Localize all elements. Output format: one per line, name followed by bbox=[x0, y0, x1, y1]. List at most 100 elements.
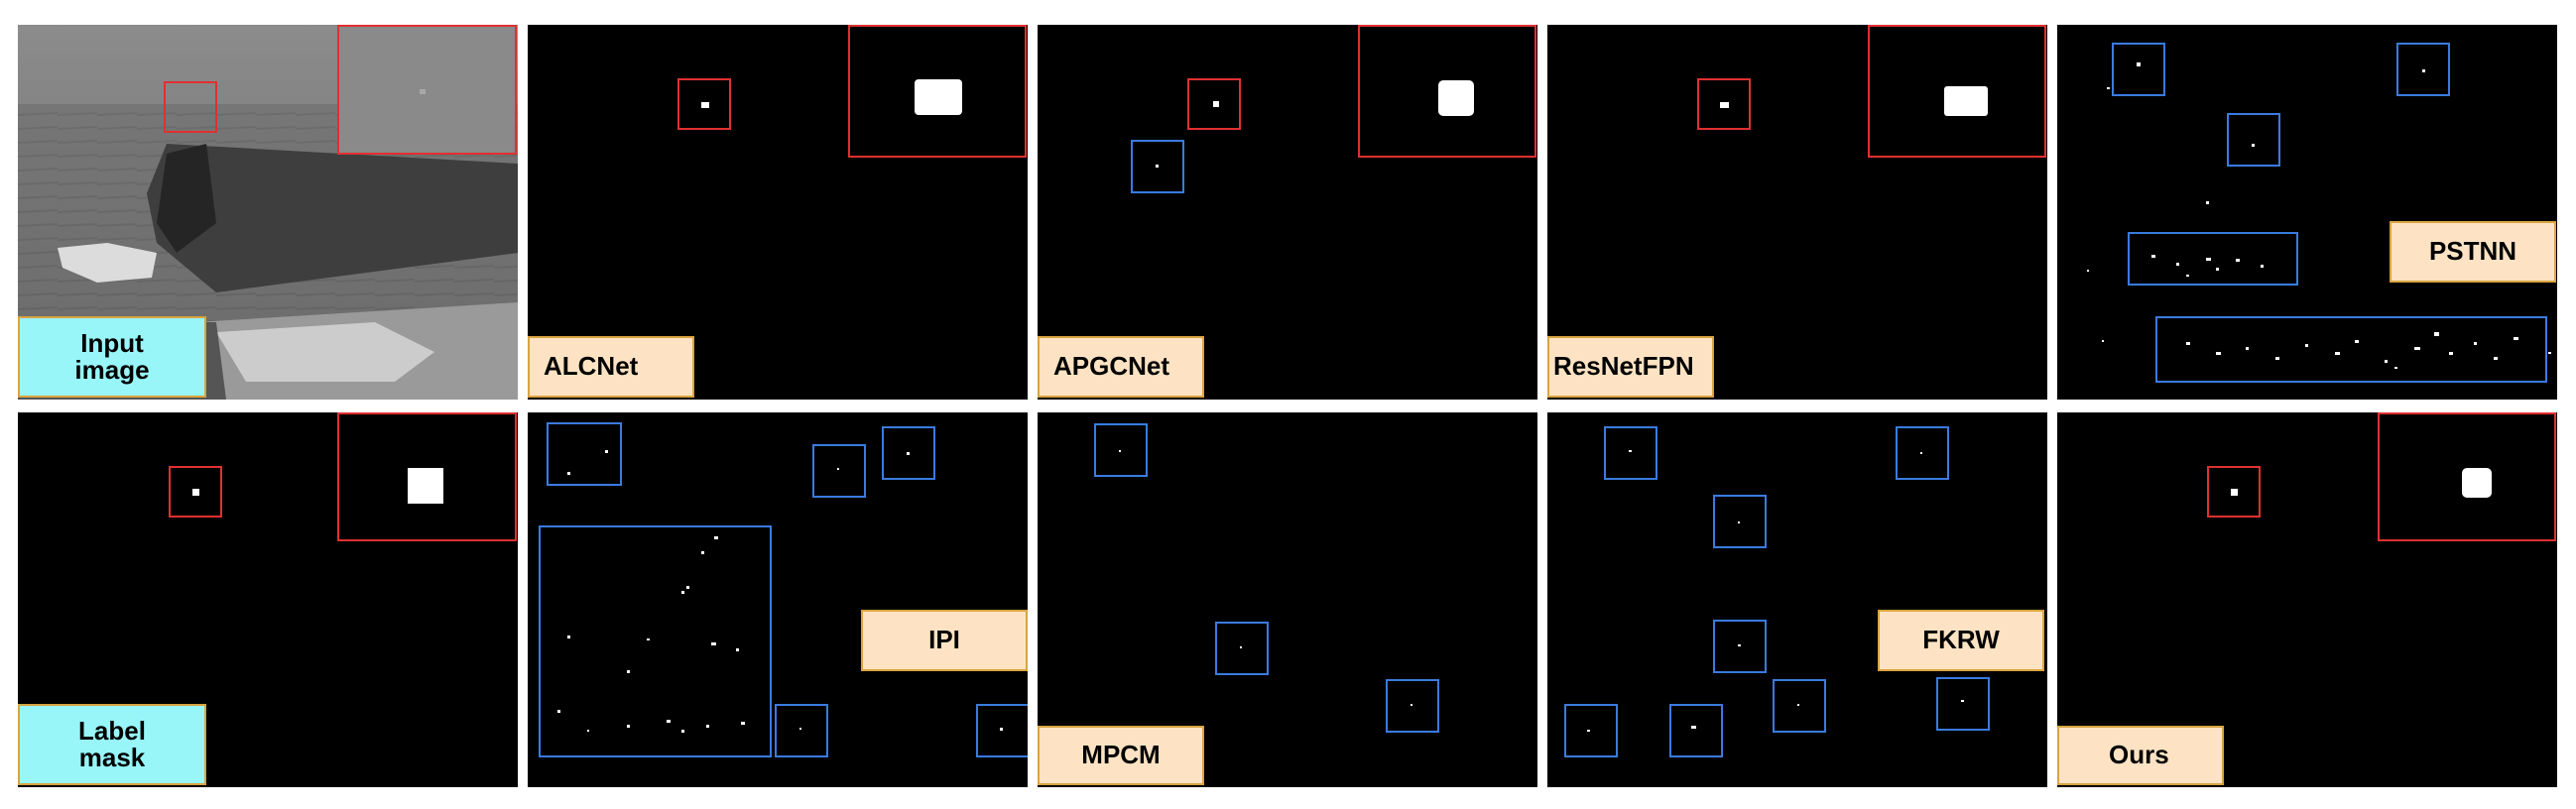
blue-box-2 bbox=[2396, 43, 2450, 96]
dot-5 bbox=[799, 728, 801, 730]
blue-box-false-alarm bbox=[1131, 140, 1184, 193]
zoom-inset bbox=[2378, 412, 2556, 541]
dot-6 bbox=[1587, 730, 1590, 732]
panel-label-mask: Label mask bbox=[18, 412, 518, 787]
blue-box-4 bbox=[1713, 620, 1767, 673]
panel-fkrw: FKRW bbox=[1547, 412, 2047, 787]
blue-box-4 bbox=[539, 525, 772, 757]
panel-mpcm: MPCM bbox=[1038, 412, 1537, 787]
blue-box-7 bbox=[1669, 704, 1723, 757]
blue-box-4 bbox=[2128, 232, 2298, 286]
target-blob bbox=[701, 102, 709, 108]
dark-ridge bbox=[157, 144, 216, 253]
label-mask-result bbox=[169, 412, 517, 541]
dot-1 bbox=[2137, 62, 2141, 66]
zoom-inset-target bbox=[408, 468, 443, 504]
dots-1 bbox=[567, 450, 608, 475]
label-input-image-line1: Input bbox=[80, 327, 144, 358]
dots-4 bbox=[557, 536, 745, 733]
dot-2 bbox=[1920, 452, 1922, 454]
dot-1 bbox=[1119, 450, 1121, 452]
blue-box-6 bbox=[976, 704, 1028, 757]
dot-4 bbox=[1738, 644, 1741, 646]
zoom-inset-target bbox=[1438, 80, 1474, 116]
label-label-mask: Label mask bbox=[18, 704, 206, 785]
label-apgcnet: APGCNet bbox=[1038, 336, 1204, 398]
blue-box-2 bbox=[812, 444, 866, 498]
dot-7 bbox=[1691, 726, 1696, 729]
scattered-noise bbox=[2087, 87, 2551, 354]
red-box-target bbox=[2207, 466, 2261, 518]
dot-1 bbox=[1629, 450, 1632, 452]
blue-box-5 bbox=[2155, 316, 2547, 383]
panel-apgcnet: APGCNet bbox=[1038, 25, 1537, 400]
blue-box-2 bbox=[1896, 426, 1949, 480]
label-ours: Ours bbox=[2057, 726, 2224, 785]
panel-resnetfpn: ResNetFPN bbox=[1547, 25, 2047, 400]
label-pstnn: PSTNN bbox=[2390, 221, 2556, 283]
panel-ours: Ours bbox=[2057, 412, 2557, 787]
panel-input-image: Input image bbox=[18, 25, 518, 400]
blue-box-3 bbox=[1713, 495, 1767, 548]
target-blob bbox=[1213, 101, 1219, 107]
red-box-target bbox=[169, 466, 222, 518]
input-image-scene bbox=[18, 25, 518, 400]
zoom-inset-target bbox=[2462, 468, 2492, 498]
blue-box-6 bbox=[1564, 704, 1618, 757]
panel-ipi: IPI bbox=[528, 412, 1028, 787]
foreground-bright bbox=[216, 322, 434, 382]
label-resnetfpn: ResNetFPN bbox=[1547, 336, 1714, 398]
blue-box-3 bbox=[2227, 113, 2280, 167]
target-blob bbox=[1720, 102, 1729, 108]
red-box-target bbox=[164, 81, 217, 133]
dot-5 bbox=[1797, 704, 1799, 706]
red-box-target bbox=[677, 78, 731, 130]
dot-3 bbox=[1738, 521, 1740, 523]
blue-box-5 bbox=[775, 704, 828, 757]
zoom-inset-target bbox=[1944, 86, 1988, 116]
blue-box-1 bbox=[1604, 426, 1657, 480]
zoom-inset bbox=[848, 25, 1027, 158]
dot-6 bbox=[1000, 728, 1003, 731]
noise-dots-5 bbox=[2186, 332, 2518, 369]
dot-2 bbox=[837, 468, 839, 470]
red-box-target bbox=[1697, 78, 1751, 130]
label-mpcm: MPCM bbox=[1038, 726, 1204, 785]
blue-box-5 bbox=[1773, 679, 1826, 733]
zoom-inset bbox=[337, 25, 517, 155]
dot-3 bbox=[1411, 704, 1412, 706]
zoom-inset-target bbox=[915, 79, 962, 115]
blue-box-1 bbox=[1094, 423, 1148, 477]
bright-patch bbox=[58, 243, 157, 283]
noise-dots-4 bbox=[2151, 255, 2264, 277]
apgcnet-result bbox=[1131, 25, 1536, 193]
label-input-image: Input image bbox=[18, 316, 206, 398]
label-ipi: IPI bbox=[861, 610, 1028, 671]
dot-2 bbox=[2422, 69, 2425, 72]
blue-box-8 bbox=[1936, 677, 1990, 731]
resnetfpn-result bbox=[1697, 25, 2046, 158]
alcnet-result bbox=[677, 25, 1027, 158]
red-box-target bbox=[1187, 78, 1241, 130]
mpcm-result bbox=[1094, 423, 1439, 733]
fkrw-result bbox=[1564, 426, 1990, 757]
panel-alcnet: ALCNet bbox=[528, 25, 1028, 400]
zoom-inset bbox=[1358, 25, 1536, 158]
blue-box-1 bbox=[547, 422, 622, 486]
panel-pstnn: PSTNN bbox=[2057, 25, 2557, 400]
zoom-inset bbox=[1868, 25, 2046, 158]
blue-box-2 bbox=[1215, 622, 1269, 675]
target-blob bbox=[192, 489, 199, 496]
dark-hill bbox=[147, 144, 518, 292]
dot-3 bbox=[907, 452, 910, 455]
pstnn-result bbox=[2087, 43, 2551, 383]
label-label-mask-line2: mask bbox=[78, 743, 146, 772]
zoom-inset bbox=[337, 412, 517, 541]
blue-box-3 bbox=[1386, 679, 1439, 733]
label-label-mask-line1: Label bbox=[78, 715, 146, 746]
ours-result bbox=[2207, 412, 2556, 541]
blue-box-1 bbox=[2112, 43, 2165, 96]
target-blob bbox=[2231, 489, 2238, 496]
label-alcnet: ALCNet bbox=[528, 336, 694, 398]
zoom-inset-target bbox=[420, 89, 426, 94]
